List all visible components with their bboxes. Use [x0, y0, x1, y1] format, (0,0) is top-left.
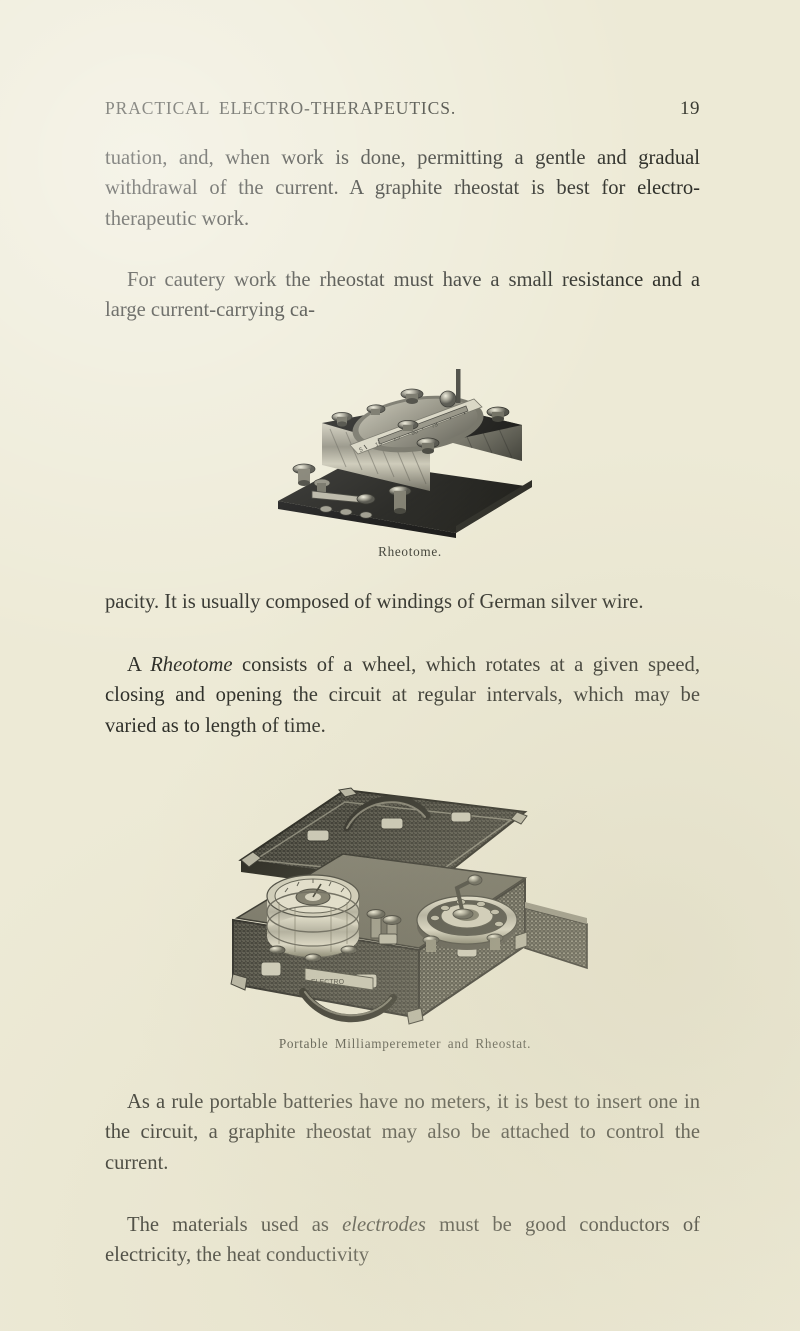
svg-text:50: 50 — [411, 429, 420, 437]
svg-text:15: 15 — [375, 441, 384, 449]
paragraph-3: pacity. It is usually composed of windin… — [105, 591, 644, 613]
figure-caption-rheotome: Rheotome. — [378, 544, 442, 559]
portable-milliamperemeter-illustration: ELECTRO — [230, 787, 588, 1025]
paragraph-block-3: pacity. It is usually composed of windin… — [105, 587, 700, 617]
figure-portable-milliamperemeter: ELECTRO — [180, 768, 630, 1052]
paragraph-block-4: A Rheotome consists of a wheel, which ro… — [105, 650, 700, 741]
running-head-title: PRACTICAL ELECTRO-THERAPEUTICS. — [105, 98, 457, 118]
paragraph-6-lead: The materials used as — [127, 1214, 343, 1236]
term-electrodes: electrodes — [342, 1214, 426, 1236]
figure-rheotome: 5 15 25 50 75 — [245, 333, 575, 560]
svg-text:75: 75 — [431, 422, 440, 430]
paragraph-4: A Rheotome consists of a wheel, which ro… — [105, 650, 700, 741]
paragraph-4-lead: A — [127, 654, 151, 676]
page-number: 19 — [680, 98, 700, 119]
running-head: PRACTICAL ELECTRO-THERAPEUTICS. 19 — [105, 98, 700, 122]
figure-caption-portable-milliamperemeter: Portable Milliamperemeter and Rheostat. — [278, 1036, 532, 1051]
paragraph-6: The materials used as electrodes must be… — [105, 1210, 700, 1271]
paragraph-block-2: For cautery work the rheostat must have … — [105, 265, 700, 326]
paragraph-block-5: As a rule portable batteries have no met… — [105, 1087, 700, 1178]
paragraph-2: For cautery work the rheostat must have … — [105, 269, 700, 322]
paragraph-5: As a rule portable batteries have no met… — [105, 1091, 700, 1174]
svg-text:25: 25 — [393, 435, 402, 443]
paragraph-1: tuation, and, when work is done, permitt… — [105, 147, 700, 230]
paragraph-4-rest: consists of a wheel, which rotates at a … — [105, 654, 700, 737]
paragraph-6-rest: must be good conductors of electricity, … — [105, 1214, 700, 1267]
rheotome-illustration: 5 15 25 50 75 — [278, 369, 532, 538]
term-rheotome: Rheotome — [150, 654, 233, 676]
svg-text:5: 5 — [359, 447, 365, 454]
svg-text:ELECTRO: ELECTRO — [311, 979, 345, 986]
paragraph-block-1: tuation, and, when work is done, permitt… — [105, 143, 700, 234]
paragraph-block-6: The materials used as electrodes must be… — [105, 1210, 700, 1271]
